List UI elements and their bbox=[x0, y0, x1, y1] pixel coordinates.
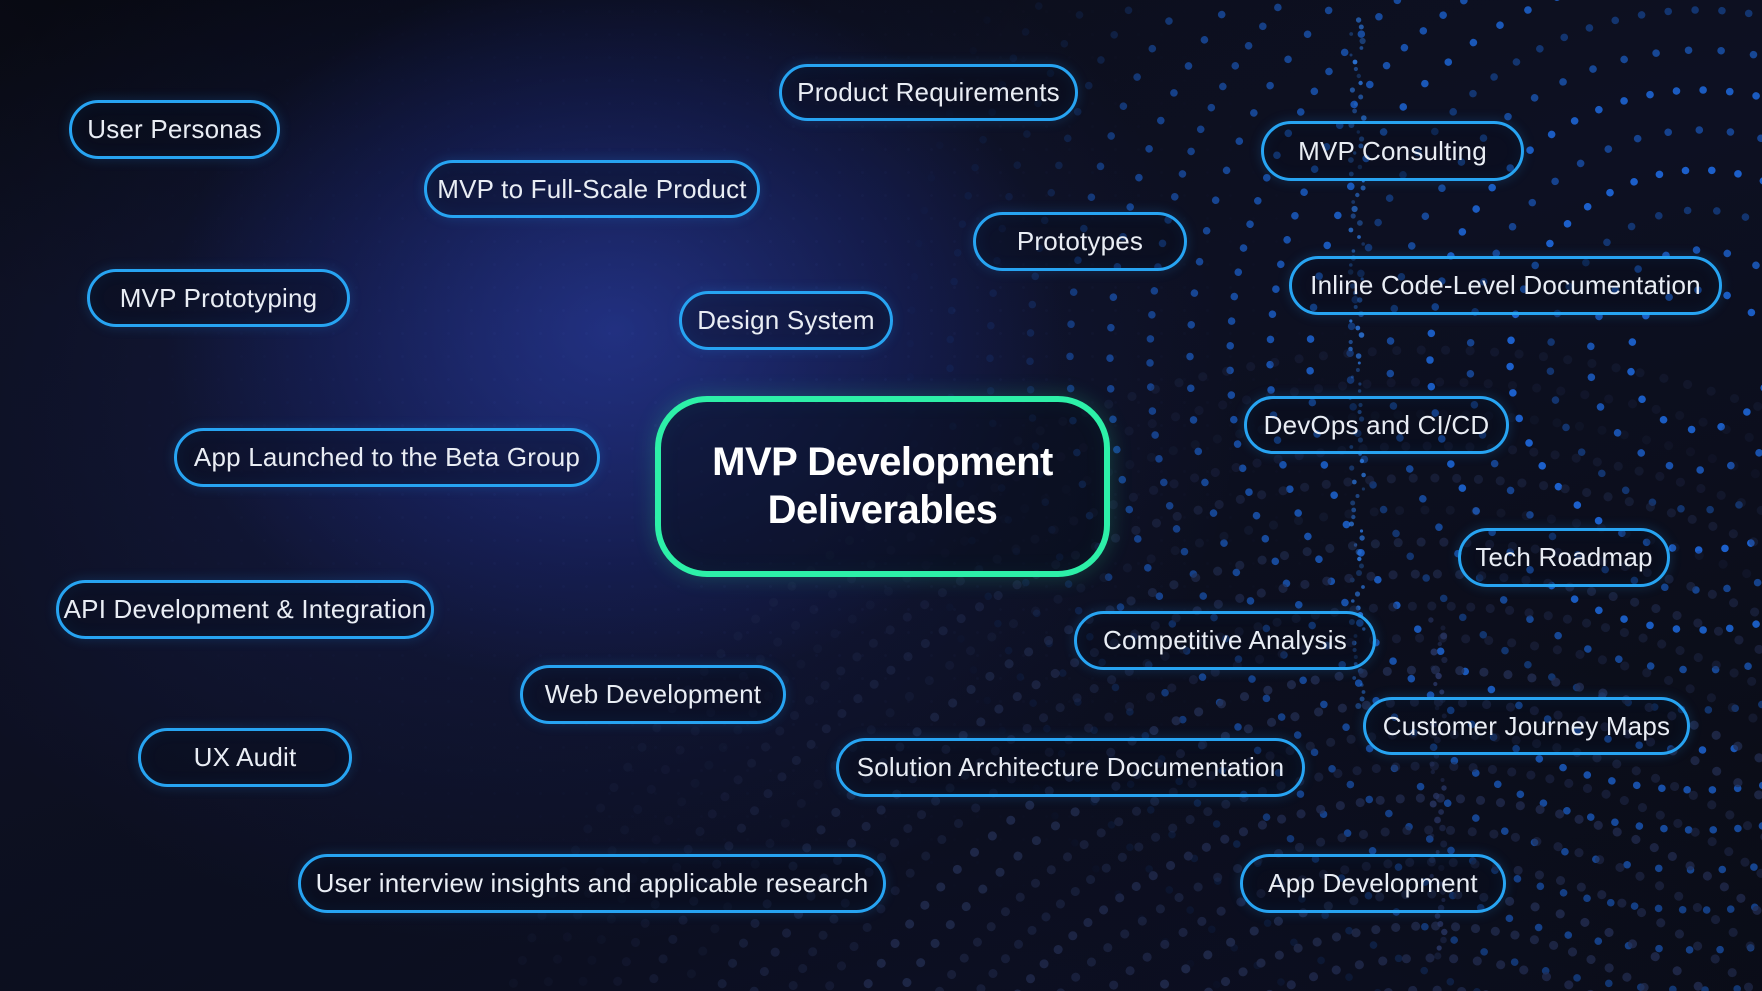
node-label: Prototypes bbox=[1016, 226, 1144, 256]
node-label: API Development & Integration bbox=[63, 594, 427, 624]
node-app-development: App Development bbox=[1240, 854, 1506, 913]
node-label: Customer Journey Maps bbox=[1382, 710, 1671, 741]
node-mvp-to-full-scale-product: MVP to Full-Scale Product bbox=[424, 160, 760, 218]
node-label: UX Audit bbox=[193, 742, 297, 772]
node-label: MVP Prototyping bbox=[119, 282, 318, 313]
node-label: User Personas bbox=[87, 114, 262, 144]
node-app-launched-to-the-beta-group: App Launched to the Beta Group bbox=[174, 428, 600, 487]
node-prototypes: Prototypes bbox=[973, 212, 1187, 271]
node-label: Competitive Analysis bbox=[1103, 625, 1347, 655]
center-title: MVP Development Deliverables bbox=[712, 440, 1053, 532]
node-label: MVP to Full-Scale Product bbox=[437, 173, 747, 204]
node-inline-code-level-documentation: Inline Code-Level Documentation bbox=[1289, 256, 1722, 315]
node-label: Inline Code-Level Documentation bbox=[1310, 270, 1701, 300]
node-user-interview-insights-and-applicable-research: User interview insights and applicable r… bbox=[298, 854, 886, 913]
node-label: Design System bbox=[697, 305, 875, 335]
node-user-personas: User Personas bbox=[69, 100, 280, 159]
node-label: Web Development bbox=[544, 679, 762, 709]
node-label: User interview insights and applicable r… bbox=[315, 868, 869, 898]
center-node: MVP Development Deliverables bbox=[655, 396, 1110, 577]
node-api-development-and-integration: API Development & Integration bbox=[56, 580, 434, 639]
node-label: Product Requirements bbox=[797, 77, 1060, 107]
node-label: DevOps and CI/CD bbox=[1263, 409, 1490, 440]
node-devops-and-ci-cd: DevOps and CI/CD bbox=[1244, 396, 1509, 454]
node-product-requirements: Product Requirements bbox=[779, 64, 1078, 121]
node-competitive-analysis: Competitive Analysis bbox=[1074, 611, 1376, 670]
node-label: App Development bbox=[1268, 868, 1478, 898]
node-label: Tech Roadmap bbox=[1475, 542, 1653, 572]
node-design-system: Design System bbox=[679, 291, 893, 350]
node-solution-architecture-documentation: Solution Architecture Documentation bbox=[836, 738, 1305, 797]
node-mvp-consulting: MVP Consulting bbox=[1261, 121, 1524, 181]
node-web-development: Web Development bbox=[520, 665, 786, 724]
node-tech-roadmap: Tech Roadmap bbox=[1458, 528, 1670, 587]
node-customer-journey-maps: Customer Journey Maps bbox=[1363, 697, 1690, 755]
node-label: App Launched to the Beta Group bbox=[193, 442, 581, 472]
node-label: MVP Consulting bbox=[1298, 135, 1487, 166]
node-ux-audit: UX Audit bbox=[138, 728, 352, 787]
node-mvp-prototyping: MVP Prototyping bbox=[87, 269, 350, 327]
node-label: Solution Architecture Documentation bbox=[856, 752, 1285, 782]
